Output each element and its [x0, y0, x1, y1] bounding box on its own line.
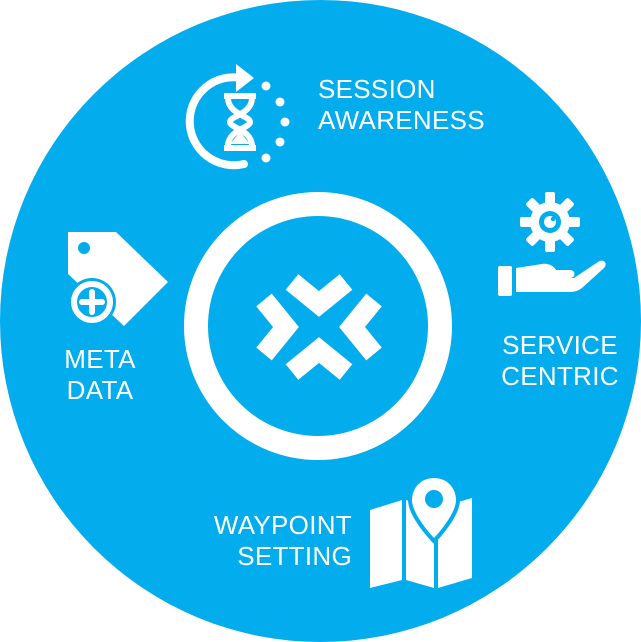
- session-awareness-label: SESSION AWARENESS: [318, 74, 485, 136]
- waypoint-setting-line-2: SETTING: [237, 541, 352, 571]
- waypoint-setting-line-1: WAYPOINT: [213, 510, 352, 540]
- hand-gear-icon: [498, 192, 606, 296]
- session-awareness-line-2: AWARENESS: [318, 105, 485, 135]
- arrows-converging-logo-icon: [256, 274, 382, 380]
- meta-data-line-1: META: [64, 344, 136, 374]
- tag-plus-icon: [68, 232, 168, 326]
- meta-data-line-2: DATA: [66, 375, 134, 405]
- map-pin-icon: [370, 474, 472, 588]
- service-centric-line-1: SERVICE: [502, 330, 618, 360]
- session-awareness-line-1: SESSION: [318, 74, 436, 104]
- service-centric-label: SERVICE CENTRIC: [480, 330, 640, 392]
- waypoint-setting-label: WAYPOINT SETTING: [160, 510, 352, 572]
- service-centric-line-2: CENTRIC: [501, 361, 619, 391]
- hourglass-refresh-icon: [185, 64, 290, 170]
- meta-data-label: META DATA: [60, 344, 140, 406]
